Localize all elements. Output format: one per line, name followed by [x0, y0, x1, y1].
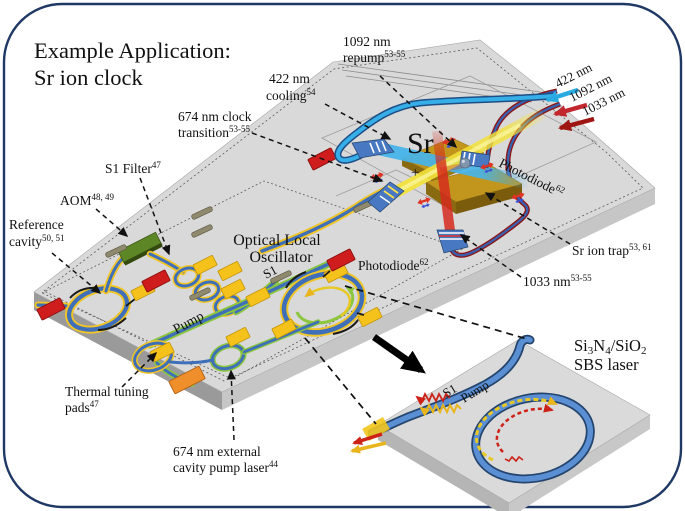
ring-heater-arc — [332, 319, 359, 335]
loop-ring-link — [168, 358, 215, 365]
beam-1033 — [432, 130, 457, 247]
leader-ecdl — [226, 369, 236, 441]
leader-cooling — [324, 103, 392, 140]
olo-dotted-outline — [41, 180, 463, 380]
label-refcav-line1: Reference — [9, 217, 64, 232]
sbs-chip-side-left — [378, 425, 509, 511]
label-cooling-line2: cooling54 — [266, 87, 316, 103]
sbs-ring-zoom — [471, 392, 595, 484]
ring-heater-arc — [285, 271, 307, 289]
label-s1-filter: S1 Filter47 — [105, 160, 161, 176]
coupler-422 — [351, 138, 395, 159]
label-1033: 1033 nm53-55 — [523, 273, 592, 289]
waveguide-422-core — [335, 94, 554, 163]
beam-674-core — [399, 123, 521, 192]
output-facet — [362, 416, 390, 442]
label-thermal-line1: Thermal tuning — [65, 384, 149, 399]
ring-stokes-yellow — [475, 396, 558, 462]
page-title-line1: Example Application: — [34, 38, 231, 63]
leader-lines — [51, 75, 571, 441]
pump-zigzag — [419, 402, 462, 417]
ring-circulation-yellow — [304, 286, 351, 317]
sbs-s1-label: S1 — [440, 381, 459, 401]
leader-thermal-pads — [121, 351, 158, 388]
label-photodiode-olo: Photodiode62 — [358, 257, 429, 273]
label-sr-charge: + — [411, 165, 419, 181]
label-clock-line2: transition53-55 — [178, 124, 250, 140]
zoom-arrow — [371, 334, 426, 374]
main-chip-side-right — [222, 188, 655, 410]
label-sr-ion-trap: Sr ion trap53, 61 — [572, 242, 652, 258]
input-arrow-1092 — [553, 102, 588, 117]
waveguide-1033-core — [448, 102, 561, 257]
sbs-chip-top — [377, 339, 651, 504]
sbs-laser-chip: S1 Pump — [350, 334, 651, 511]
page-title-line2: Sr ion clock — [34, 65, 143, 90]
label-clock-line1: 674 nm clock — [178, 109, 252, 124]
output-arrow-red — [352, 432, 383, 445]
sr-ion-sphere — [459, 157, 471, 169]
label-refcav-line2: cavity50, 51 — [9, 233, 65, 249]
pad-connector — [356, 312, 365, 316]
output-arrow-yellow — [350, 441, 387, 454]
ring-circulation-green — [295, 285, 356, 325]
input-arrow-1033 — [558, 116, 595, 131]
label-sbs-line2: SBS laser — [574, 355, 639, 374]
label-sbs-formula: Si3N4/SiO2 — [574, 336, 646, 357]
leader-reference-cavity — [51, 252, 102, 294]
label-thermal-line2: pads47 — [65, 399, 99, 415]
label-repump-line2: repump53-55 — [343, 49, 406, 65]
leader-1033 — [459, 234, 522, 278]
figure-labels: Example Application: Sr ion clock 1092 n… — [9, 34, 652, 475]
label-olo-line2: Oscillator — [249, 249, 313, 266]
coupler-1033 — [436, 229, 469, 254]
s1-zigzag — [415, 391, 451, 406]
label-ecdl-line2: cavity pump laser44 — [173, 459, 278, 475]
sbs-chip-side-right — [509, 415, 650, 511]
coupler-674 — [367, 181, 405, 213]
label-aom: AOM48, 49 — [60, 192, 115, 208]
zoom-callout-line-bottom — [304, 337, 377, 425]
refcav-heater-arc — [97, 317, 127, 331]
ring-stokes-red — [495, 403, 554, 453]
pump-bus-core — [148, 257, 342, 347]
label-olo-line1: Optical Local — [233, 232, 321, 249]
label-repump-line1: 1092 nm — [343, 34, 391, 49]
label-ecdl-line1: 674 nm external — [173, 444, 261, 459]
zoom-callout-line-top — [344, 285, 528, 340]
pad-connector — [322, 270, 331, 278]
sbs-bus-core — [369, 336, 533, 436]
label-cooling-line1: 422 nm — [269, 71, 310, 86]
leader-sr-ion-trap — [484, 192, 571, 245]
edge-heater-pad — [168, 365, 206, 395]
ring-stokes-zigzag — [504, 455, 524, 463]
aom-block — [117, 231, 163, 266]
leader-aom — [95, 208, 129, 237]
main-chip-dashed-inset — [43, 47, 644, 382]
label-s1-path: S1 — [260, 262, 279, 282]
label-sr-ion: Sr — [407, 127, 434, 160]
sr-ion-sphere-highlight — [461, 159, 465, 163]
input-arrow-422 — [545, 87, 579, 103]
leader-s1-filter — [139, 177, 171, 256]
